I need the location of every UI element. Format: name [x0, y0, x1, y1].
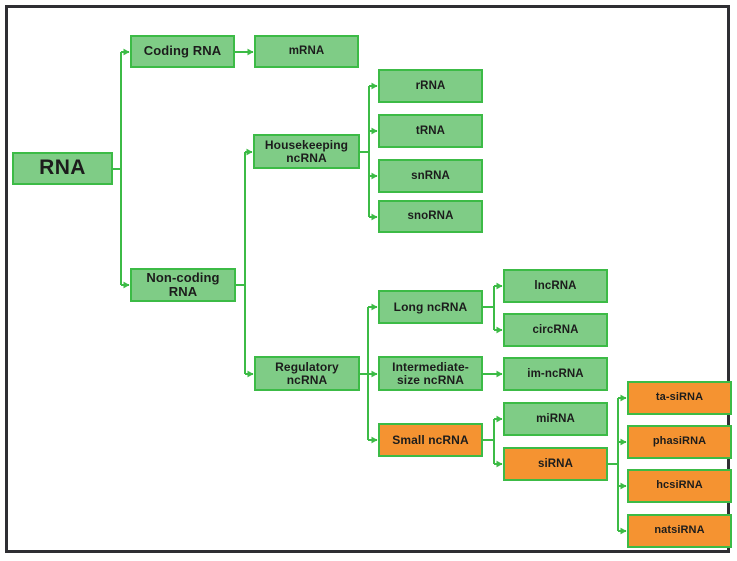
node-circrna[interactable]: circRNA	[503, 313, 608, 347]
arrowhead-noncoding	[123, 281, 130, 289]
node-smallnc[interactable]: Small ncRNA	[378, 423, 483, 457]
node-natsirna[interactable]: natsiRNA	[627, 514, 732, 548]
arrowhead-rrna	[371, 82, 378, 90]
arrowhead-coding	[123, 48, 130, 56]
node-imncrna[interactable]: im-ncRNA	[503, 357, 608, 391]
node-label: Non-coding RNA	[146, 269, 220, 299]
node-label: Regulatory ncRNA	[275, 359, 339, 387]
arrowhead-longnc	[371, 303, 378, 311]
arrowhead-trna	[371, 127, 378, 135]
arrowhead-snorna	[371, 213, 378, 221]
node-rrna[interactable]: rRNA	[378, 69, 483, 103]
node-sirna[interactable]: siRNA	[503, 447, 608, 481]
node-intermediate[interactable]: Intermediate-size ncRNA	[378, 356, 483, 391]
arrowhead-smallnc	[371, 436, 378, 444]
node-phasirna[interactable]: phasiRNA	[627, 425, 732, 459]
node-trna[interactable]: tRNA	[378, 114, 483, 148]
arrowhead-snrna	[371, 172, 378, 180]
arrowhead-hcsirna	[620, 482, 627, 490]
node-label: snoRNA	[407, 210, 454, 223]
node-label: circRNA	[532, 323, 579, 336]
node-hcsirna[interactable]: hcsiRNA	[627, 469, 732, 503]
node-noncoding[interactable]: Non-coding RNA	[130, 268, 236, 302]
node-housekeeping[interactable]: Housekeeping ncRNA	[253, 134, 360, 169]
node-label: ta-siRNA	[655, 391, 704, 404]
arrowhead-phasirna	[620, 438, 627, 446]
node-label: natsiRNA	[654, 524, 705, 537]
node-regulatory[interactable]: Regulatory ncRNA	[254, 356, 360, 391]
node-label: Intermediate-size ncRNA	[392, 359, 469, 387]
arrowhead-mirna	[496, 415, 503, 423]
node-mrna[interactable]: mRNA	[254, 35, 359, 68]
node-lncrna[interactable]: lncRNA	[503, 269, 608, 303]
node-label: im-ncRNA	[527, 367, 584, 380]
node-label: Coding RNA	[143, 43, 222, 59]
node-tasirna[interactable]: ta-siRNA	[627, 381, 732, 415]
arrowhead-tasirna	[620, 394, 627, 402]
node-label: mRNA	[288, 45, 325, 58]
node-label: siRNA	[537, 457, 573, 470]
node-rna[interactable]: RNA	[12, 152, 113, 185]
arrowhead-regulatory	[247, 370, 254, 378]
arrowhead-mrna	[247, 48, 254, 56]
node-label: miRNA	[536, 412, 575, 425]
arrowhead-lncrna	[496, 282, 503, 290]
node-label: tRNA	[415, 124, 446, 137]
arrowhead-imncrna	[496, 370, 503, 378]
arrowhead-sirna	[496, 460, 503, 468]
node-snrna[interactable]: snRNA	[378, 159, 483, 193]
node-label: hcsiRNA	[656, 479, 703, 492]
diagram-frame	[5, 5, 730, 553]
node-label: Long ncRNA	[393, 299, 468, 314]
arrowhead-natsirna	[620, 527, 627, 535]
arrowhead-circrna	[496, 326, 503, 334]
node-label: RNA	[39, 156, 86, 180]
node-label: Housekeeping ncRNA	[264, 137, 349, 165]
node-label: Small ncRNA	[392, 432, 469, 447]
node-label: snRNA	[411, 169, 450, 182]
node-label: rRNA	[415, 79, 446, 92]
node-mirna[interactable]: miRNA	[503, 402, 608, 436]
node-longnc[interactable]: Long ncRNA	[378, 290, 483, 324]
arrowhead-housekeeping	[246, 148, 253, 156]
node-label: phasiRNA	[652, 435, 707, 448]
node-label: lncRNA	[534, 279, 577, 292]
arrowhead-intermediate	[371, 370, 378, 378]
node-snorna[interactable]: snoRNA	[378, 200, 483, 233]
node-coding[interactable]: Coding RNA	[130, 35, 235, 68]
